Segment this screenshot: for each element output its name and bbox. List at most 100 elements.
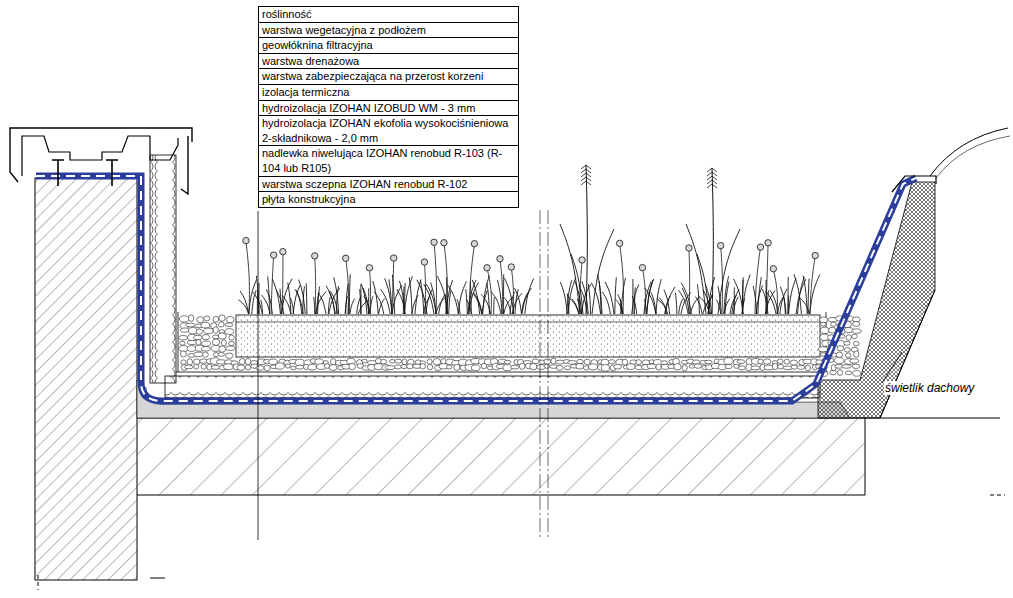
pebble — [511, 365, 519, 369]
drawing-stroke — [511, 267, 513, 314]
pebble — [181, 360, 187, 364]
pebble — [381, 359, 387, 364]
drawing-stroke — [296, 290, 301, 314]
pebble — [576, 363, 584, 369]
drawing-stroke — [799, 297, 809, 314]
drawing-stroke — [295, 289, 303, 314]
drawing-stroke — [602, 292, 610, 314]
drawing-stroke — [515, 288, 522, 314]
pebble — [291, 366, 296, 370]
drawing-stroke — [469, 244, 474, 314]
pebble — [551, 358, 556, 364]
plant-head — [431, 239, 437, 245]
pebble — [820, 322, 826, 326]
pebble — [219, 346, 226, 352]
drawing-stroke — [483, 276, 490, 314]
pebble — [218, 322, 224, 327]
pebble — [737, 360, 745, 364]
pebble — [237, 365, 245, 370]
pebble — [609, 360, 616, 364]
drawing-stroke — [808, 279, 809, 314]
pebble — [845, 353, 851, 358]
plant-head — [343, 255, 349, 261]
pebble — [389, 359, 395, 363]
pebble — [194, 364, 199, 369]
pebble — [245, 358, 250, 365]
pebble — [589, 364, 598, 370]
drawing-stroke — [880, 290, 935, 418]
drawing-stroke — [732, 289, 739, 314]
pebble — [831, 322, 837, 326]
drawing-stroke — [271, 255, 274, 314]
pebble — [401, 364, 407, 368]
pebble — [407, 364, 413, 369]
drawing-stroke — [434, 242, 436, 314]
drawing-stroke — [236, 322, 820, 323]
plant-head — [757, 244, 763, 250]
plant-head — [243, 237, 249, 243]
pebble — [763, 359, 770, 364]
plant-head — [686, 245, 692, 251]
drawing-stroke — [258, 211, 259, 540]
drawing-stroke — [725, 282, 729, 314]
pebble — [694, 364, 701, 369]
pebble — [218, 333, 226, 339]
pebble — [180, 341, 186, 345]
pebble — [845, 371, 851, 375]
plant-head — [421, 259, 427, 265]
pebble — [837, 346, 843, 351]
pebble — [203, 352, 209, 357]
drawing-stroke — [548, 210, 549, 540]
table-cell: izolacja termiczna — [258, 85, 519, 101]
drawing-stroke — [581, 177, 591, 181]
drawing-stroke — [560, 282, 567, 314]
pebble — [329, 364, 337, 370]
pebble — [519, 363, 525, 369]
pebble — [852, 334, 858, 338]
pebble — [184, 365, 193, 369]
drawing-stroke — [165, 376, 820, 398]
drawing-stroke — [318, 293, 326, 314]
drawing-stroke — [22, 136, 178, 176]
plant-head — [497, 256, 503, 262]
pebble — [394, 365, 401, 369]
drawing-stroke — [742, 280, 744, 314]
pebble — [204, 316, 210, 321]
drawing-stroke — [458, 281, 466, 314]
drawing-stroke — [238, 300, 248, 314]
drawing-stroke — [369, 268, 370, 314]
plant-head — [312, 253, 318, 259]
drawing-stroke — [409, 277, 412, 314]
pebble — [180, 328, 188, 332]
pebble — [805, 365, 810, 371]
drawing-stroke — [431, 283, 436, 314]
pebble — [622, 359, 628, 365]
drawing-stroke — [758, 277, 762, 314]
drawing-stroke — [787, 277, 788, 314]
pebble — [614, 364, 622, 369]
drawing-stroke — [444, 243, 447, 314]
drawing-stroke — [598, 274, 602, 314]
drawing-stroke — [415, 279, 421, 314]
drawing-stroke — [930, 128, 1008, 176]
pebble — [854, 351, 859, 357]
drawing-stroke — [346, 258, 349, 314]
pebble — [308, 364, 317, 370]
drawing-stroke — [707, 180, 717, 184]
pebble — [213, 327, 218, 334]
pebble — [504, 360, 511, 364]
pebble — [201, 322, 210, 328]
table-cell: warstwa sczepna IZOHAN renobud R-102 — [258, 177, 519, 193]
drawing-stroke — [474, 292, 483, 314]
pebble — [784, 359, 790, 364]
pebble — [181, 351, 187, 357]
pebble — [385, 366, 395, 370]
pebble — [830, 370, 837, 375]
plant-head — [280, 248, 286, 254]
drawing-stroke — [473, 293, 482, 314]
pebble — [187, 359, 192, 365]
pebble — [778, 364, 784, 369]
pebble — [226, 346, 235, 350]
drawing-stroke — [789, 278, 796, 314]
pebble — [194, 335, 203, 339]
